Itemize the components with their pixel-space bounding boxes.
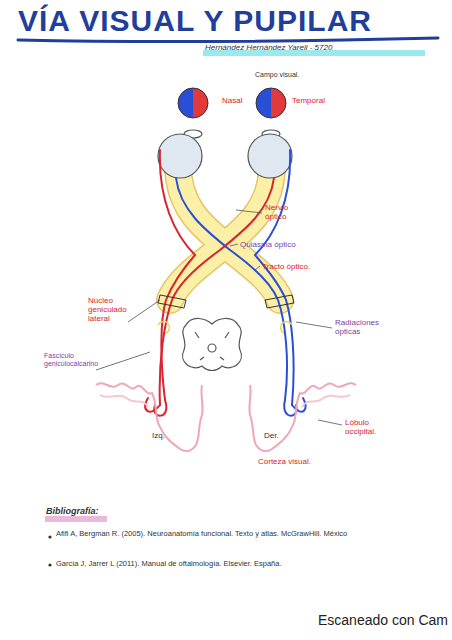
side-label: Nasal [222, 96, 242, 105]
structure-label: Lóbulo occipital. [345, 418, 395, 436]
bibliography-heading: Bibliografía: [46, 506, 99, 516]
structure-label: Tracto óptico. [262, 262, 310, 271]
structure-label: Nervio óptico [265, 203, 310, 221]
side-label: Temporal [292, 96, 325, 105]
reference: García J, Jarrer L (2011). Manual de oft… [56, 560, 426, 569]
structure-label: Fascículo geniculocalcarino [44, 352, 102, 368]
side-label: Der. [264, 431, 279, 440]
structure-label: Quiasma óptico [240, 240, 296, 249]
watermark: Escaneado con Cam [318, 612, 448, 628]
field-label: Campo visual. [255, 71, 299, 79]
structure-label: Radiaciones ópticas [335, 318, 395, 336]
reference: Afifi A, Bergman R. (2005). Neuroanatomí… [56, 530, 426, 539]
structure-label: Corteza visual. [258, 457, 311, 466]
side-label: Izq. [152, 431, 165, 440]
author: Hernández Hernández Yareli - 5720 [205, 43, 435, 52]
title: VÍA VISUAL Y PUPILAR [18, 4, 372, 39]
structure-label: Núcleo geniculado lateral [88, 296, 132, 324]
